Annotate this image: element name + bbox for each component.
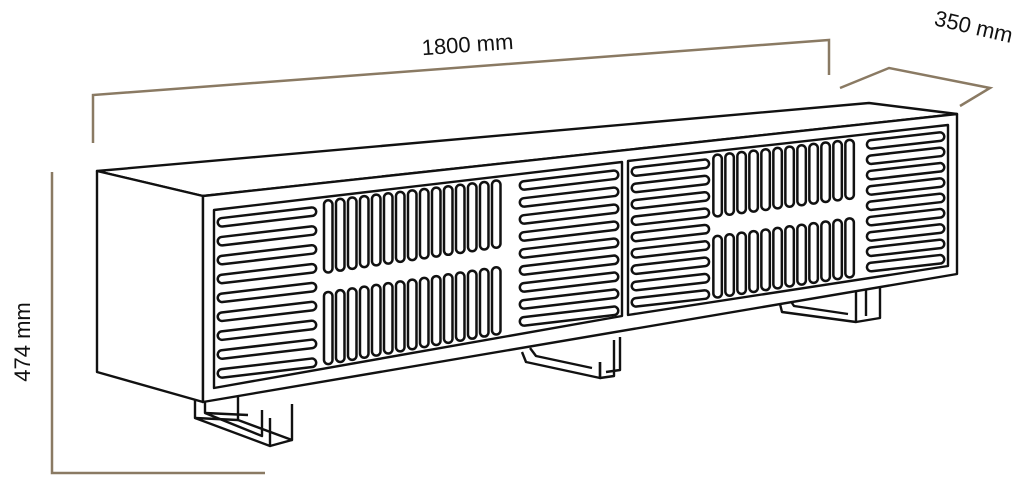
door-groove-inner [633,226,708,240]
door-groove-inner [633,258,708,273]
door-groove-inner [868,164,943,179]
door-groove-inner [633,193,708,208]
door-groove-inner [868,133,943,148]
door-groove-inner [868,225,943,240]
width-label: 1800 mm [421,29,514,60]
door-groove-inner [633,177,708,191]
door-groove-inner [868,256,943,271]
door-groove-inner [868,179,943,194]
cabinet-side [95,169,205,404]
door-groove-inner [521,205,617,223]
door-pattern-left [216,169,620,379]
door-groove-inner [219,265,315,282]
door-groove-inner [868,210,943,225]
height-label: 474 mm [10,302,35,381]
door-groove-inner [219,303,315,320]
door-groove-inner [633,291,708,306]
door-groove-inner [868,240,943,255]
door-groove-inner [868,148,943,163]
door-groove-inner [521,290,617,308]
door-groove-inner [219,322,315,339]
door-groove-inner [633,160,708,175]
door-groove-inner [521,273,617,291]
door-groove-inner [521,222,617,240]
door-pattern-right [630,131,946,308]
door-groove-inner [633,275,708,289]
height-dimension-line [50,172,265,475]
door-groove-inner [219,340,315,358]
dimension-lines [50,38,994,475]
door-groove-inner [521,256,617,274]
door-groove-inner [868,194,943,209]
door-groove-inner [633,209,708,224]
door-groove-inner [219,227,315,245]
depth-dimension-line [839,66,994,108]
depth-label: 350 mm [932,6,1015,48]
door-groove-inner [219,208,315,226]
door-groove-inner [219,359,315,377]
door-groove-inner [521,239,617,257]
door-groove-inner [521,307,617,325]
door-groove-inner [633,242,708,257]
door-groove-inner [521,188,617,206]
door-groove-inner [521,171,617,189]
width-dimension-line [91,38,831,143]
leg-middle [520,337,622,380]
door-frame-left [212,160,624,390]
door-groove-inner [219,246,315,264]
door-groove-inner [219,284,315,301]
legs [193,284,882,448]
door-frame-right [626,123,950,317]
